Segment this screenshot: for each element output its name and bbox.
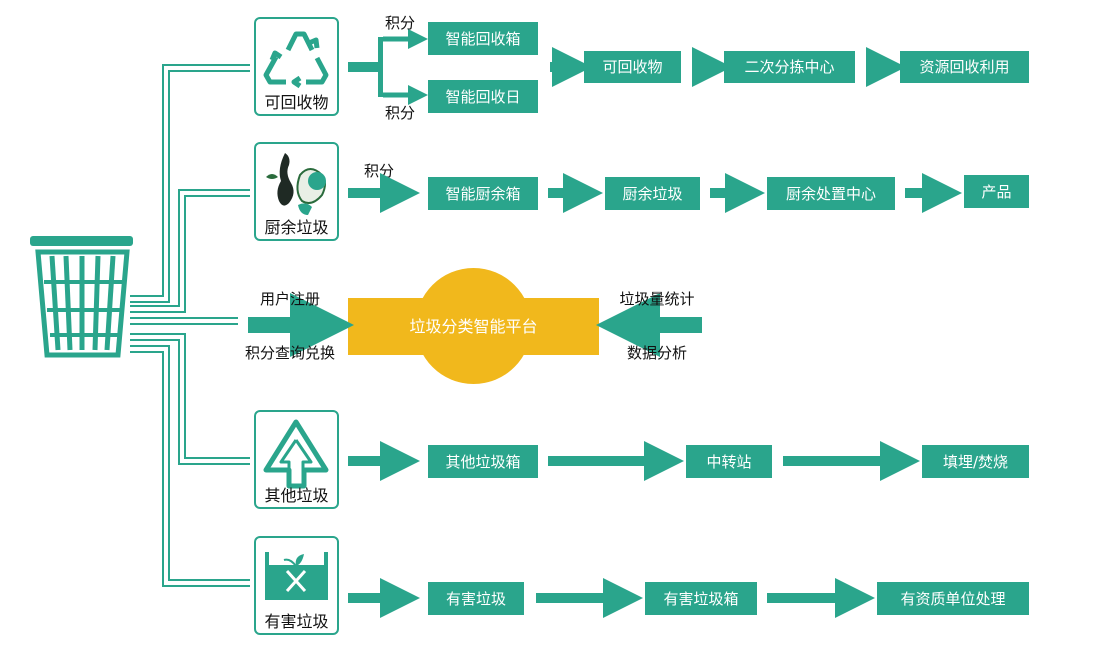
svg-text:智能回收日: 智能回收日 [445,88,520,106]
branch-stem [348,62,382,72]
svg-text:填埋/焚烧: 填埋/焚烧 [943,453,1008,471]
svg-text:可回收物: 可回收物 [602,58,662,76]
svg-text:二次分拣中心: 二次分拣中心 [744,58,834,76]
trunk-connectors [130,64,250,587]
kitchen-branch: 积分 智能厨余箱 厨余垃圾 厨余处置中心 产品 [348,162,1029,213]
category-label: 有害垃圾 [264,612,328,631]
hazardous-branch: 有害垃圾 有害垃圾箱 有资质单位处理 [348,578,1029,618]
data-analysis-label: 数据分析 [627,344,687,362]
svg-text:有害垃圾箱: 有害垃圾箱 [663,590,738,608]
points-query-label: 积分查询兑换 [245,344,335,362]
svg-text:智能回收箱: 智能回收箱 [445,30,520,48]
points-annotation: 积分 [385,104,415,122]
kitchen-step-box[interactable]: 智能厨余箱 [428,177,538,210]
svg-text:其他垃圾箱: 其他垃圾箱 [445,453,520,471]
recyclable-step-box[interactable]: 可回收物 [584,51,681,83]
svg-text:产品: 产品 [981,183,1011,201]
platform-left-arrow: 用户注册 积分查询兑换 [245,290,354,362]
hazardous-step-box[interactable]: 有资质单位处理 [877,582,1029,615]
other-step-box[interactable]: 填埋/焚烧 [922,445,1029,478]
hazardous-step-box[interactable]: 有害垃圾箱 [645,582,757,615]
points-annotation: 积分 [364,162,394,180]
category-recyclable[interactable]: 可回收物 [254,17,339,116]
svg-text:有害垃圾: 有害垃圾 [446,590,506,608]
svg-text:智能厨余箱: 智能厨余箱 [445,185,520,203]
recyclable-bin-box[interactable]: 智能回收日 [428,80,538,113]
other-branch: 其他垃圾箱 中转站 填埋/焚烧 [348,441,1029,481]
svg-text:厨余垃圾: 厨余垃圾 [622,185,682,203]
recyclable-step-box[interactable]: 二次分拣中心 [724,51,855,83]
category-label: 其他垃圾 [264,486,328,505]
hazardous-step-box[interactable]: 有害垃圾 [428,582,524,615]
kitchen-step-box[interactable]: 产品 [964,175,1029,208]
category-label: 厨余垃圾 [264,218,328,237]
recyclable-step-box[interactable]: 资源回收利用 [900,51,1029,83]
points-annotation: 积分 [385,14,415,32]
category-kitchen[interactable]: 厨余垃圾 [254,142,339,241]
hazard-bin-icon [265,552,328,600]
user-register-label: 用户注册 [260,290,320,308]
category-other[interactable]: 其他垃圾 [254,410,339,509]
other-step-box[interactable]: 中转站 [686,445,772,478]
category-label: 可回收物 [264,93,328,112]
kitchen-step-box[interactable]: 厨余处置中心 [767,177,895,210]
platform-label: 垃圾分类智能平台 [409,317,537,336]
recyclable-bin-box[interactable]: 智能回收箱 [428,22,538,55]
svg-text:有资质单位处理: 有资质单位处理 [900,590,1005,608]
kitchen-step-box[interactable]: 厨余垃圾 [605,177,700,210]
tree-triangle-icon [263,419,329,489]
branch-split [378,37,383,97]
trash-basket-icon [30,236,133,358]
food-waste-icon [266,153,326,215]
recycle-triangle-icon [263,31,329,89]
smart-platform[interactable]: 垃圾分类智能平台 [348,268,599,384]
platform-right-arrow: 垃圾量统计 数据分析 [596,290,702,362]
waste-stats-label: 垃圾量统计 [619,290,694,308]
svg-text:厨余处置中心: 厨余处置中心 [786,185,876,203]
svg-text:资源回收利用: 资源回收利用 [919,58,1009,76]
other-step-box[interactable]: 其他垃圾箱 [428,445,538,478]
recyclable-branch: 积分 积分 智能回收箱 智能回收日 可回收物 二次分拣中心 资源回收利用 [348,14,1029,122]
category-hazardous[interactable]: 有害垃圾 [254,536,339,635]
svg-text:中转站: 中转站 [706,453,751,471]
